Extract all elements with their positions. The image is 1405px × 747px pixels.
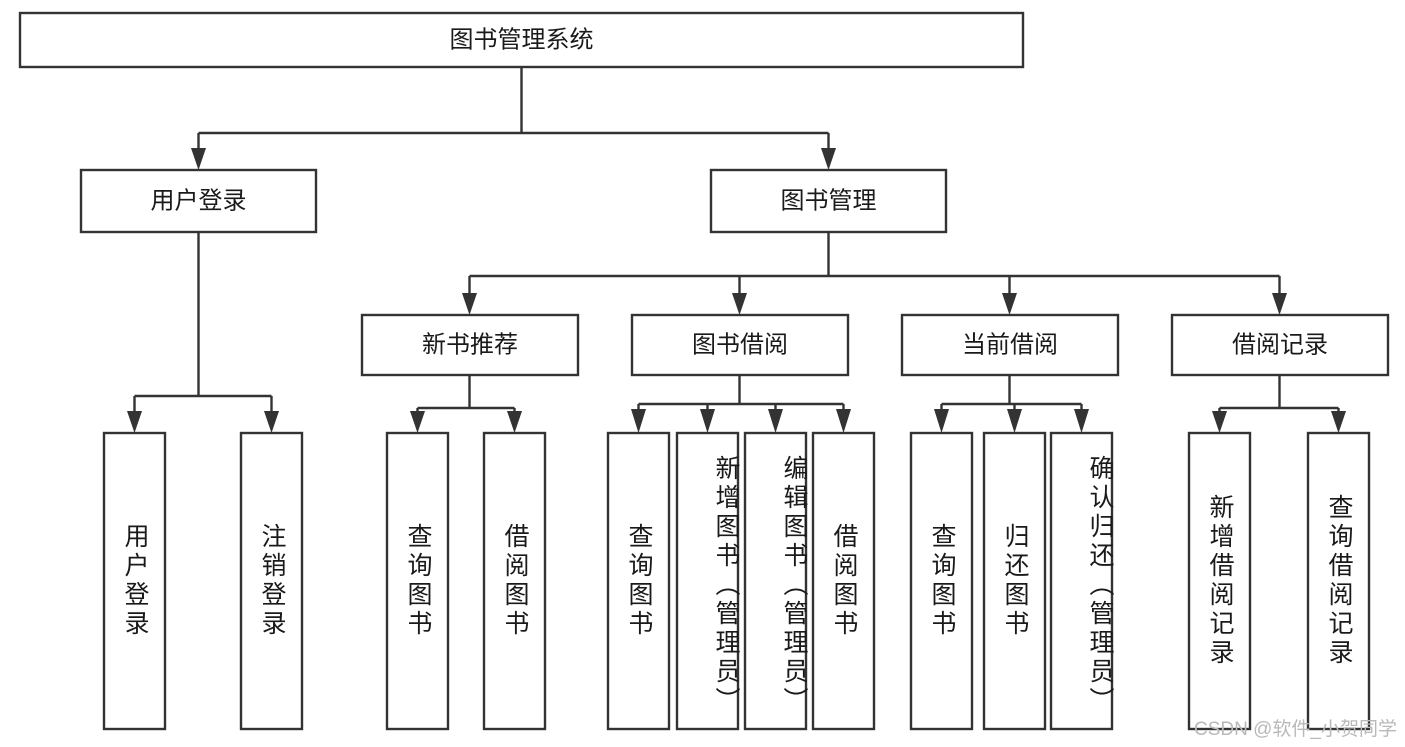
arrow-head-icon bbox=[836, 409, 851, 433]
arrow-head-icon bbox=[700, 409, 715, 433]
arrow-head-icon bbox=[410, 411, 425, 433]
arrow-head-icon bbox=[127, 411, 142, 433]
arrow-head-icon bbox=[821, 148, 836, 170]
arrow-head-icon bbox=[507, 411, 522, 433]
node-new-book-recommend-label: 新书推荐 bbox=[422, 331, 518, 358]
node-current-borrow[interactable]: 当前借阅 bbox=[900, 313, 1120, 377]
arrow-head-icon bbox=[1272, 293, 1287, 315]
arrow-head-icon bbox=[1007, 409, 1022, 433]
node-leaf-user-login-box[interactable] bbox=[102, 431, 167, 731]
edges-layer bbox=[127, 67, 1346, 433]
node-book-manage[interactable]: 图书管理 bbox=[709, 168, 948, 234]
edge-borrow-record-to-leaves bbox=[1212, 375, 1346, 433]
node-leaf-query-borrow-record-box[interactable] bbox=[1306, 431, 1371, 731]
node-leaf-confirm-return-admin-box[interactable] bbox=[1049, 431, 1114, 731]
node-current-borrow-label: 当前借阅 bbox=[962, 331, 1058, 358]
node-leaf-add-borrow-record-box[interactable] bbox=[1187, 431, 1252, 731]
arrow-head-icon bbox=[1331, 411, 1346, 433]
node-book-manage-box[interactable] bbox=[709, 168, 948, 234]
node-current-borrow-box[interactable] bbox=[900, 313, 1120, 377]
arrow-head-icon bbox=[462, 293, 477, 315]
node-root[interactable]: 图书管理系统 bbox=[18, 11, 1025, 69]
arrow-head-icon bbox=[191, 148, 206, 170]
edge-current-borrow-to-leaves bbox=[934, 375, 1089, 433]
arrow-head-icon bbox=[768, 409, 783, 433]
node-book-borrow-label: 图书借阅 bbox=[692, 331, 788, 358]
node-borrow-record[interactable]: 借阅记录 bbox=[1170, 313, 1390, 377]
node-user-login-label: 用户登录 bbox=[151, 187, 247, 214]
node-book-borrow[interactable]: 图书借阅 bbox=[630, 313, 850, 377]
edge-root-to-level2 bbox=[191, 67, 836, 170]
edge-book-manage-to-level3 bbox=[462, 232, 1287, 315]
node-root-box[interactable] bbox=[18, 11, 1025, 69]
node-leaf-return-book-box[interactable] bbox=[982, 431, 1047, 731]
arrow-head-icon bbox=[631, 409, 646, 433]
arrow-head-icon bbox=[1074, 409, 1089, 433]
arrow-head-icon bbox=[1212, 411, 1227, 433]
node-book-manage-label: 图书管理 bbox=[781, 187, 877, 214]
leaf-boxes-layer bbox=[102, 431, 1371, 731]
node-leaf-borrow-book-recommend-box[interactable] bbox=[482, 431, 547, 731]
arrow-head-icon bbox=[1002, 293, 1017, 315]
node-leaf-query-book-current-box[interactable] bbox=[909, 431, 974, 731]
node-leaf-borrow-book-box[interactable] bbox=[811, 431, 876, 731]
node-borrow-record-box[interactable] bbox=[1170, 313, 1390, 377]
node-borrow-record-label: 借阅记录 bbox=[1232, 331, 1328, 358]
node-user-login[interactable]: 用户登录 bbox=[79, 168, 318, 234]
node-user-login-box[interactable] bbox=[79, 168, 318, 234]
arrow-head-icon bbox=[264, 411, 279, 433]
arrow-head-icon bbox=[732, 293, 747, 315]
node-leaf-logout-login-box[interactable] bbox=[239, 431, 304, 731]
node-leaf-add-book-admin-box[interactable] bbox=[675, 431, 740, 731]
edge-book-borrow-to-leaves bbox=[631, 375, 851, 433]
node-new-book-recommend-box[interactable] bbox=[360, 313, 580, 377]
node-new-book-recommend[interactable]: 新书推荐 bbox=[360, 313, 580, 377]
edge-new-book-recommend-to-leaves bbox=[410, 375, 522, 433]
node-book-borrow-box[interactable] bbox=[630, 313, 850, 377]
arrow-head-icon bbox=[934, 409, 949, 433]
node-root-label: 图书管理系统 bbox=[450, 26, 594, 53]
edge-user-login-to-leaves bbox=[127, 232, 279, 433]
node-leaf-edit-book-admin-box[interactable] bbox=[743, 431, 808, 731]
node-leaf-query-book-borrow-box[interactable] bbox=[606, 431, 671, 731]
node-leaf-query-book-recommend-box[interactable] bbox=[385, 431, 450, 731]
